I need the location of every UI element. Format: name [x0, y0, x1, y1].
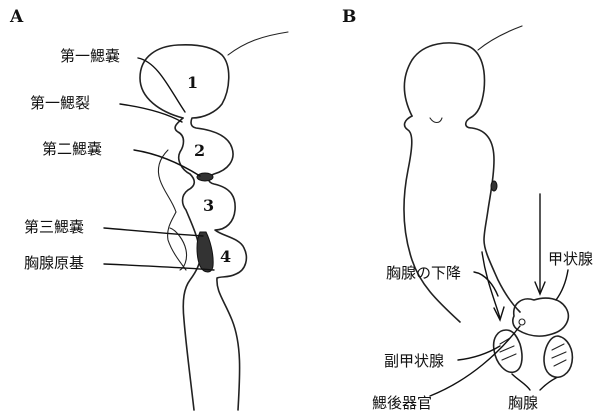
label-ultimobranchial-body: 鰓後器官	[372, 394, 432, 412]
label-second-pharyngeal-pouch: 第二鰓嚢	[42, 140, 102, 158]
pouch-number-2: 2	[194, 141, 205, 160]
panel-b-letter: B	[342, 7, 356, 27]
panel-a-letter: A	[9, 7, 24, 27]
pouch-number-1: 1	[187, 73, 198, 92]
leader-thymus-left	[512, 374, 530, 390]
ultimobranchial-body-dot	[519, 319, 525, 325]
leader-thyroid	[556, 270, 568, 300]
thymus-lobe-right	[544, 336, 572, 377]
panel-b-dark-spot	[491, 181, 497, 191]
thyroid-gland-shape	[513, 298, 569, 336]
label-thymus-descent: 胸腺の下降	[386, 264, 461, 282]
label-first-pharyngeal-pouch: 第一鰓嚢	[60, 47, 120, 65]
leader-first-pouch	[138, 58, 185, 112]
label-thymus-primordium: 胸腺原基	[24, 254, 84, 272]
leader-third-pouch	[104, 228, 203, 236]
leader-second-pouch	[134, 150, 200, 176]
leader-thymus-descent	[474, 272, 498, 296]
label-third-pharyngeal-pouch: 第三鰓嚢	[24, 218, 84, 236]
pouch-number-4: 4	[220, 247, 231, 266]
label-thyroid-gland: 甲状腺	[548, 250, 593, 268]
panel-b-top-line	[478, 26, 522, 50]
panel-a-thymus-primordium	[197, 232, 213, 272]
label-thymus: 胸腺	[508, 394, 538, 412]
leader-thymus-right	[540, 378, 556, 390]
panel-b-cleft-notch	[430, 118, 442, 123]
thymus-descent-arrow-left	[482, 252, 500, 318]
panel-b-left-wall	[404, 116, 460, 322]
panel-a-parathyroid-3	[197, 173, 213, 181]
leader-first-cleft	[120, 104, 182, 122]
pouch-number-3: 3	[203, 196, 214, 215]
label-first-pharyngeal-cleft: 第一鰓裂	[30, 94, 90, 112]
label-parathyroid-gland: 副甲状腺	[384, 352, 444, 370]
thymus-hatching	[500, 338, 566, 366]
panel-a-top-line	[228, 32, 288, 55]
panel-a-left-wall	[175, 118, 200, 410]
